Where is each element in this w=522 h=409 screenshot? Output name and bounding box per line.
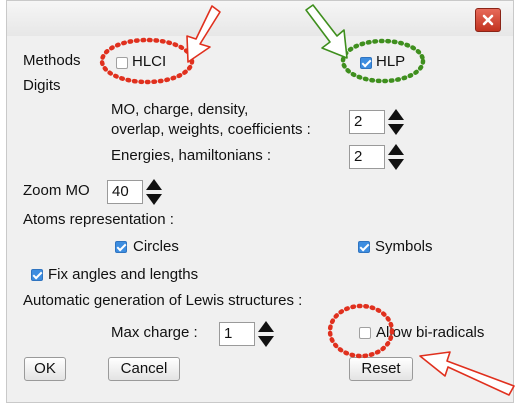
- reset-button[interactable]: Reset: [349, 357, 413, 381]
- fix-angles-checkbox[interactable]: [31, 269, 43, 281]
- spin-arrows-icon[interactable]: [387, 143, 405, 171]
- hlci-label: HLCI: [132, 53, 167, 70]
- methods-label: Methods: [23, 52, 81, 69]
- zoom-mo-input[interactable]: 40: [107, 180, 143, 204]
- spin-arrows-icon[interactable]: [257, 320, 275, 348]
- mo-digits-input[interactable]: 2: [349, 110, 385, 134]
- close-button[interactable]: [475, 8, 501, 32]
- allow-biradicals-label: Allow bi-radicals: [376, 324, 485, 341]
- fix-angles-label: Fix angles and lengths: [48, 266, 199, 283]
- ok-button[interactable]: OK: [24, 357, 66, 381]
- energies-digits-label: Energies, hamiltonians :: [111, 147, 272, 164]
- spin-arrows-icon[interactable]: [145, 178, 163, 206]
- hlp-label: HLP: [376, 53, 406, 70]
- options-dialog: [6, 36, 514, 403]
- mo-digits-stepper[interactable]: 2: [349, 108, 405, 136]
- energies-digits-stepper[interactable]: 2: [349, 143, 405, 171]
- atoms-representation-label: Atoms representation :: [23, 211, 174, 228]
- max-charge-stepper[interactable]: 1: [219, 320, 275, 348]
- allow-biradicals-checkbox[interactable]: [359, 327, 371, 339]
- max-charge-label: Max charge :: [111, 324, 198, 341]
- energies-digits-input[interactable]: 2: [349, 145, 385, 169]
- cancel-button[interactable]: Cancel: [108, 357, 180, 381]
- mo-digits-label-line1: MO, charge, density,: [111, 101, 249, 118]
- mo-digits-label-line2: overlap, weights, coefficients :: [111, 121, 311, 138]
- zoom-mo-stepper[interactable]: 40: [107, 178, 163, 206]
- circles-label: Circles: [133, 238, 179, 255]
- spin-arrows-icon[interactable]: [387, 108, 405, 136]
- symbols-label: Symbols: [375, 238, 433, 255]
- max-charge-input[interactable]: 1: [219, 322, 255, 346]
- symbols-checkbox[interactable]: [358, 241, 370, 253]
- lewis-label: Automatic generation of Lewis structures…: [23, 292, 303, 309]
- title-bar: [6, 0, 514, 36]
- close-icon: [482, 14, 494, 26]
- digits-label: Digits: [23, 77, 61, 94]
- circles-checkbox[interactable]: [115, 241, 127, 253]
- zoom-mo-label: Zoom MO: [23, 182, 90, 199]
- hlci-checkbox[interactable]: [116, 57, 128, 69]
- hlp-checkbox[interactable]: [360, 57, 372, 69]
